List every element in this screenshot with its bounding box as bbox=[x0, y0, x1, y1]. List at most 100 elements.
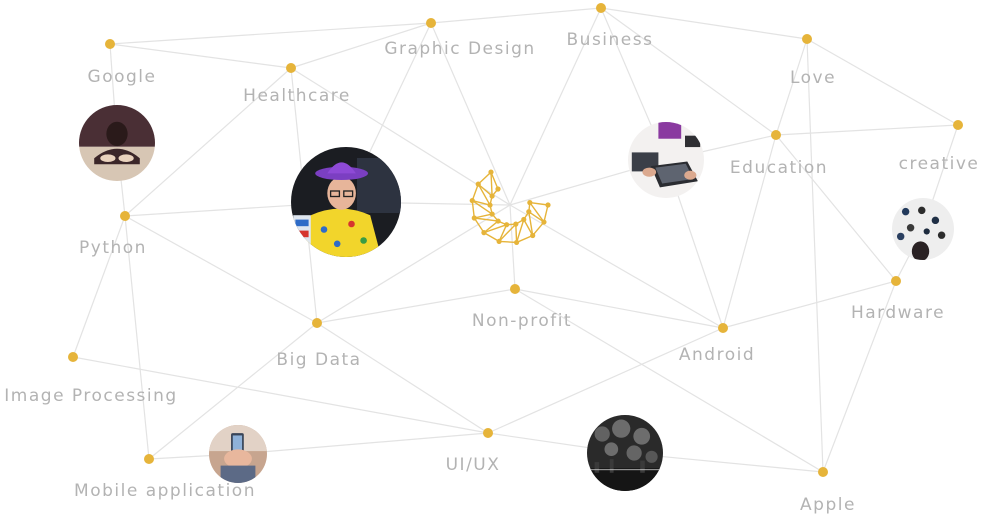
logo-mesh-dot bbox=[496, 238, 502, 245]
logo-mesh-line bbox=[471, 200, 493, 215]
logo-mesh-line bbox=[473, 217, 485, 234]
edge-healthcare-logo bbox=[290, 67, 511, 206]
node-dot-creative bbox=[953, 120, 963, 130]
person-hands-on-table-photo bbox=[79, 105, 155, 181]
logo-mesh-dot bbox=[526, 209, 532, 215]
logo-mesh-line bbox=[483, 220, 499, 234]
edge-hardware-apple bbox=[822, 280, 897, 473]
logo-mesh-line bbox=[477, 183, 491, 206]
edge-p_phone-uiux bbox=[237, 432, 489, 455]
logo-mesh-line bbox=[472, 199, 491, 206]
label-image-processing: Image Processing bbox=[4, 386, 178, 406]
node-dot-python bbox=[120, 211, 130, 221]
label-big-data: Big Data bbox=[276, 350, 362, 370]
logo-mesh-line bbox=[490, 172, 493, 197]
node-dot-nonprofit bbox=[510, 284, 520, 294]
edge-education-hardware bbox=[775, 134, 897, 282]
logo-mesh-line bbox=[516, 234, 533, 244]
logo-mesh-dot bbox=[513, 239, 520, 246]
edge-android-uiux bbox=[487, 327, 724, 434]
letter-c-mesh-logo bbox=[469, 169, 551, 246]
logo-mesh-line bbox=[515, 224, 518, 243]
label-ui-ux: UI/UX bbox=[445, 455, 501, 475]
node-dot-education bbox=[771, 130, 781, 140]
node-dot-imgproc bbox=[68, 352, 78, 362]
logo-mesh-line bbox=[474, 217, 499, 222]
logo-mesh-line bbox=[490, 171, 499, 190]
logo-mesh-line bbox=[523, 219, 534, 236]
edge-business-love bbox=[600, 7, 808, 40]
node-dot-android bbox=[718, 323, 728, 333]
edge-business-education bbox=[600, 7, 777, 136]
logo-mesh-line bbox=[532, 221, 545, 236]
node-layer bbox=[68, 3, 963, 477]
logo-mesh-dot bbox=[541, 219, 547, 225]
logo-mesh-dot bbox=[513, 221, 519, 227]
edge-layer bbox=[72, 7, 959, 473]
logo-mesh-line bbox=[483, 224, 507, 234]
label-python: Python bbox=[79, 238, 147, 258]
node-dot-apple bbox=[818, 467, 828, 477]
label-android: Android bbox=[678, 345, 756, 365]
circles-on-wall-photo bbox=[892, 198, 954, 260]
label-non-profit: Non-profit bbox=[471, 311, 573, 331]
node-dot-love bbox=[802, 34, 812, 44]
edge-imgproc-uiux bbox=[72, 356, 489, 434]
label-apple: Apple bbox=[800, 495, 856, 515]
node-dot-google bbox=[105, 39, 115, 49]
edge-logo-nonprofit bbox=[509, 204, 516, 290]
label-healthcare: Healthcare bbox=[243, 86, 351, 106]
node-dot-mobile bbox=[144, 454, 154, 464]
edge-logo-bigdata bbox=[316, 204, 511, 324]
night-city-bokeh-photo bbox=[587, 415, 663, 491]
label-business: Business bbox=[566, 30, 654, 50]
edge-healthcare-graphic bbox=[290, 22, 432, 69]
label-creative: creative bbox=[898, 154, 980, 174]
logo-mesh-line bbox=[529, 201, 549, 206]
edge-nonprofit-apple bbox=[514, 288, 824, 473]
edge-love-creative bbox=[806, 38, 959, 126]
logo-mesh-dot bbox=[481, 230, 487, 236]
logo-mesh-line bbox=[529, 202, 545, 223]
logo-mesh-line bbox=[543, 204, 549, 223]
logo-mesh-line bbox=[498, 223, 517, 242]
logo-mesh-dot bbox=[488, 169, 494, 175]
logo-mesh-dot bbox=[503, 222, 510, 228]
edge-nonprofit-android bbox=[514, 288, 724, 329]
node-dot-hardware bbox=[891, 276, 901, 286]
logo-mesh-line bbox=[528, 211, 534, 236]
logo-mesh-dot bbox=[527, 200, 533, 206]
logo-mesh-dot bbox=[471, 215, 477, 221]
edge-education-android bbox=[722, 134, 777, 329]
edge-love-apple bbox=[806, 38, 824, 473]
label-hardware: Hardware bbox=[850, 303, 946, 323]
edge-business-logo bbox=[509, 7, 602, 206]
edge-bigdata-mobile bbox=[148, 322, 318, 460]
edge-graphic-business bbox=[430, 7, 602, 24]
edge-logo-android bbox=[509, 204, 724, 329]
logo-mesh-line bbox=[471, 183, 479, 201]
label-graphic-design: Graphic Design bbox=[384, 39, 536, 59]
node-dot-uiux bbox=[483, 428, 493, 438]
logo-mesh-line bbox=[471, 200, 475, 219]
hand-holding-phone-photo bbox=[209, 425, 267, 483]
label-mobile-application: Mobile application bbox=[74, 481, 256, 501]
logo-mesh-dot bbox=[489, 211, 495, 217]
logo-mesh-line bbox=[474, 213, 493, 219]
logo-mesh-dot bbox=[530, 232, 536, 239]
edge-python-imgproc bbox=[72, 215, 126, 358]
node-dot-business bbox=[596, 3, 606, 13]
label-love: Love bbox=[789, 68, 837, 88]
logo-mesh-line bbox=[499, 240, 517, 244]
edge-graphic-logo bbox=[430, 22, 511, 206]
edge-love-education bbox=[775, 38, 808, 136]
logo-mesh-line bbox=[515, 219, 525, 243]
hands-on-tablet-photo bbox=[628, 122, 704, 198]
logo-mesh-dot bbox=[487, 202, 493, 208]
node-dot-healthcare bbox=[286, 63, 296, 73]
edge-python-mobile bbox=[124, 215, 150, 460]
edge-android-hardware bbox=[722, 280, 897, 329]
person-purple-hat-laptop-photo bbox=[291, 147, 401, 257]
edge-bigdata-uiux bbox=[316, 322, 489, 434]
